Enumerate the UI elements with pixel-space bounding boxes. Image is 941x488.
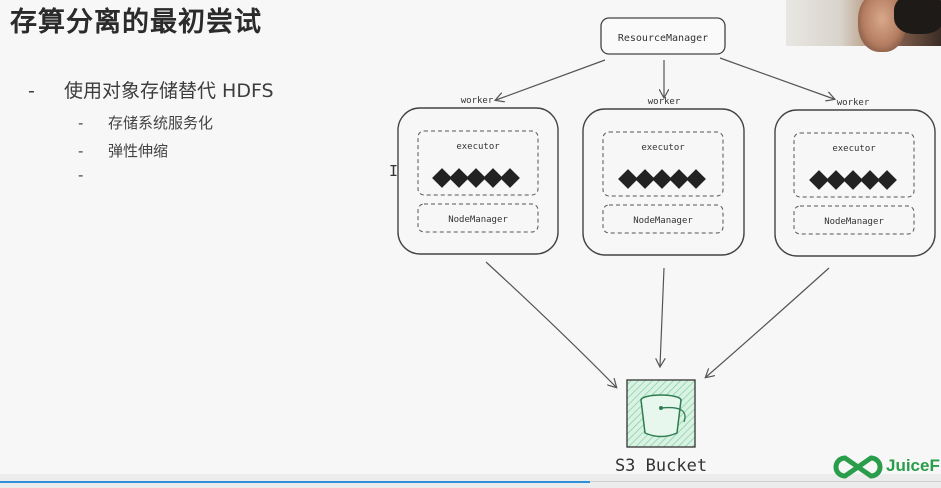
worker-label: worker (461, 96, 494, 106)
video-progress-remaining[interactable] (590, 481, 941, 482)
brand-logo-text: JuiceF (886, 456, 940, 475)
executor-tasks-icon (618, 169, 706, 189)
bullet-marker: - (28, 80, 35, 102)
arrow-worker2-bucket (660, 267, 664, 366)
node-manager-label: NodeManager (448, 215, 508, 225)
worker-label: worker (648, 97, 681, 107)
executor-label: executor (641, 143, 685, 153)
bullet-text: 使用对象存储替代 HDFS (64, 80, 274, 102)
arrow-rm-worker1 (496, 59, 606, 100)
bullet-marker: - (78, 166, 84, 184)
node-manager-label: NodeManager (824, 217, 884, 227)
resource-manager-node: ResourceManager (600, 17, 726, 55)
resource-manager-label: ResourceManager (618, 33, 708, 44)
executor-tasks-icon (432, 168, 520, 188)
bullet-level2: - 弹性伸缩 (78, 140, 168, 161)
bullet-level2: - 存储系统服务化 (78, 112, 213, 133)
arrow-worker1-bucket (485, 261, 616, 387)
s3-bucket-node: S3 Bucket (615, 379, 707, 476)
bullet-text: 存储系统服务化 (108, 114, 214, 132)
slide-title: 存算分离的最初尝试 (10, 7, 262, 38)
presenter-webcam-video (786, 0, 941, 52)
bucket-icon (640, 394, 686, 438)
worker-label: worker (837, 98, 870, 108)
storage-label: S3 Bucket (615, 456, 707, 476)
bullet-marker: - (78, 142, 84, 160)
node-manager-label: NodeManager (633, 216, 693, 226)
bullet-level2: - (78, 166, 108, 184)
text-cursor-icon: I (389, 162, 399, 180)
worker-node-3: worker executor NodeManager (774, 98, 936, 257)
bullet-marker: - (78, 114, 84, 132)
worker-node-1: worker executor NodeManager (397, 96, 559, 255)
bullet-level1: - 使用对象存储替代 HDFS (28, 76, 274, 103)
worker-node-2: worker executor NodeManager (582, 97, 745, 256)
video-progress-bar[interactable] (0, 481, 590, 483)
bullet-text: 弹性伸缩 (108, 142, 169, 160)
executor-label: executor (832, 144, 876, 154)
executor-tasks-icon (809, 170, 897, 190)
juicefs-logo-icon (833, 455, 883, 479)
arrow-rm-worker3 (719, 57, 834, 99)
presenter-hair (894, 0, 941, 34)
executor-label: executor (456, 142, 500, 152)
arrow-worker3-bucket (706, 267, 830, 377)
